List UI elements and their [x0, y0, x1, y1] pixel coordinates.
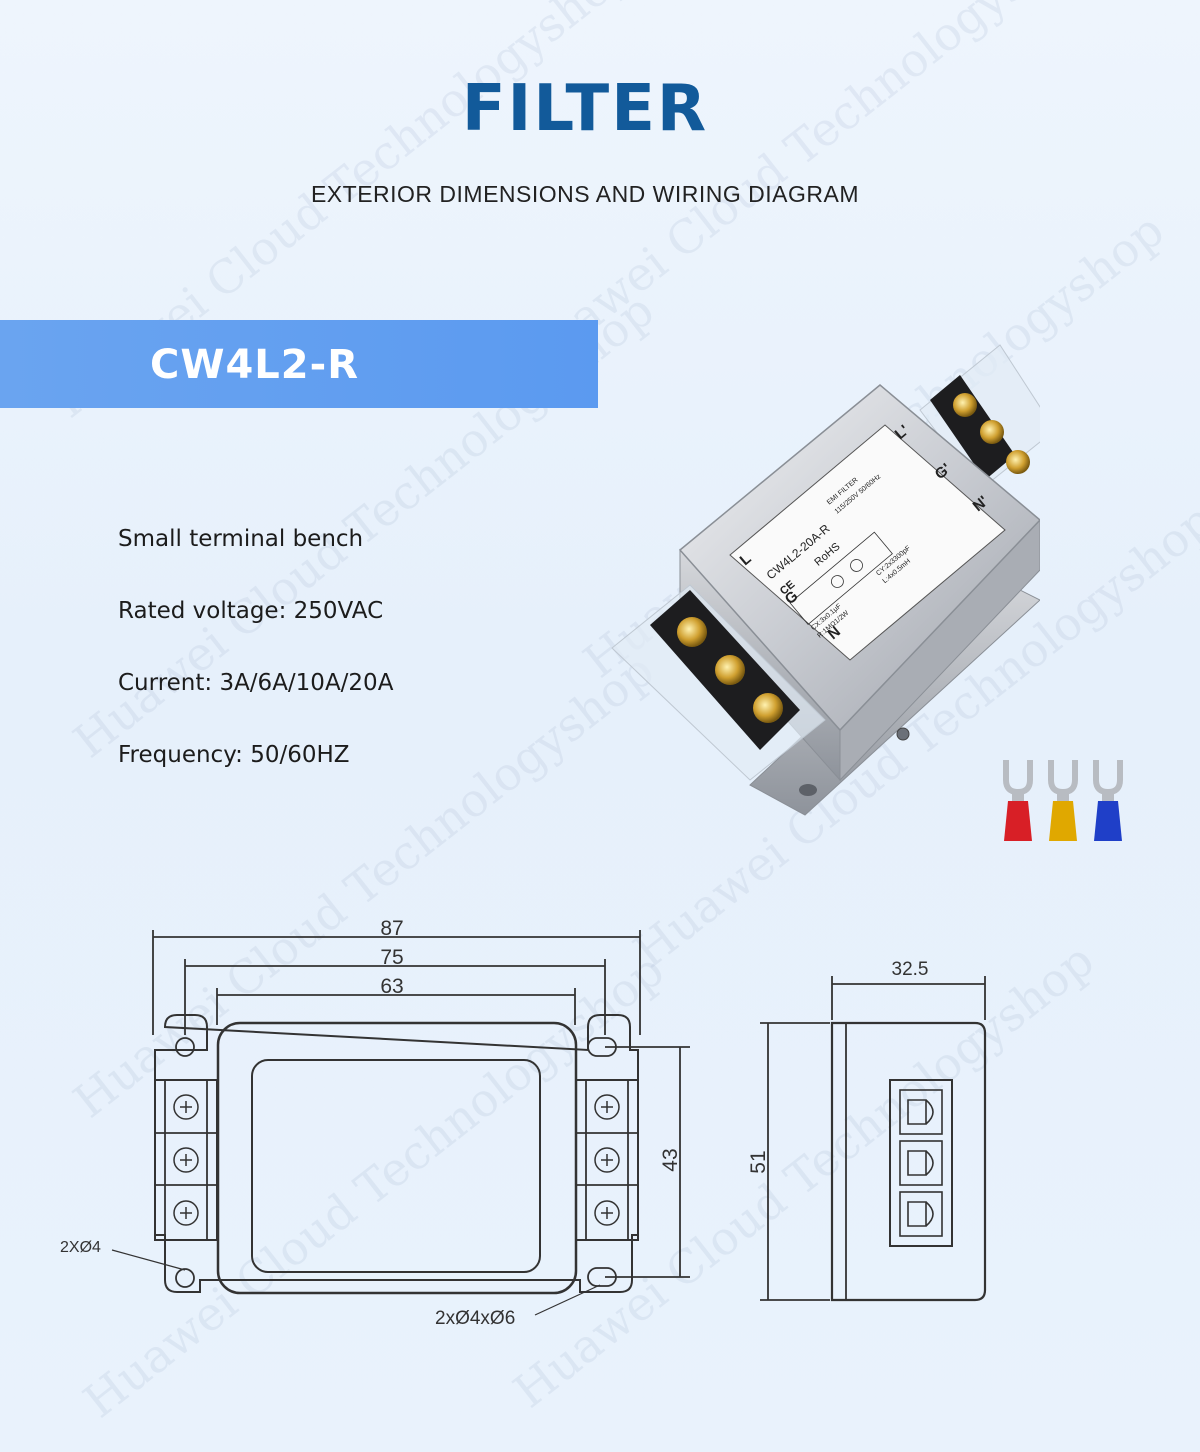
terminal-block-left-outline	[154, 1079, 218, 1241]
spec-frequency: Frequency: 50/60HZ	[118, 742, 350, 768]
screw-icon	[173, 1147, 199, 1173]
screw-icon	[753, 693, 783, 723]
model-banner: CW4L2-R	[0, 320, 598, 408]
page-subtitle: EXTERIOR DIMENSIONS AND WIRING DIAGRAM	[310, 181, 860, 207]
screw-icon	[715, 655, 745, 685]
screw-icon	[594, 1200, 620, 1226]
screw-icon	[173, 1094, 199, 1120]
spec-current: Current: 3A/6A/10A/20A	[118, 670, 394, 696]
screw-icon	[594, 1147, 620, 1173]
mount-hole-icon	[799, 784, 817, 796]
dim-75: 75	[380, 946, 403, 969]
label-area-outline	[251, 1059, 541, 1273]
screw-icon	[677, 617, 707, 647]
page-title: FILTER	[461, 72, 709, 146]
screw-icon	[980, 420, 1004, 444]
fork-connector-icon	[1048, 760, 1078, 841]
product-label	[729, 424, 1006, 661]
fork-connector-icon	[1093, 760, 1123, 841]
housing-outline	[216, 1021, 578, 1295]
leader-line	[534, 1284, 601, 1316]
fork-connectors	[1003, 760, 1123, 841]
fork-connector-icon	[1003, 760, 1033, 841]
model-name: CW4L2-R	[150, 342, 360, 388]
spec-terminal: Small terminal bench	[118, 526, 364, 552]
leader-line	[111, 1249, 186, 1271]
side-terminal-outline	[889, 1079, 953, 1247]
screw-icon	[1006, 450, 1030, 474]
hole-note-bottom: 2xØ4xØ6	[435, 1308, 515, 1329]
side-view-drawing: 32.5 51	[750, 959, 987, 1302]
dim-325: 32.5	[892, 959, 929, 980]
schematic-icon	[789, 531, 893, 625]
terminal-block-right-outline	[575, 1079, 639, 1241]
side-housing-outline	[830, 1021, 987, 1302]
dim-43: 43	[659, 1148, 682, 1171]
terminal-block-right	[930, 375, 1015, 480]
dim-63: 63	[380, 975, 403, 998]
filter-product-image: CW4L2-20A-R EMI FILTER 115/250V 50/60Hz …	[611, 344, 1040, 816]
hole-note-left: 2XØ4	[60, 1239, 101, 1256]
mount-hole-icon	[175, 1037, 195, 1057]
mount-hole-icon	[175, 1268, 195, 1288]
dim-51: 51	[750, 1150, 770, 1173]
flange-outline	[154, 1014, 639, 1293]
ground-screw-icon	[896, 727, 910, 741]
spec-voltage: Rated voltage: 250VAC	[118, 598, 384, 624]
front-view-drawing: 87 75 63 43 2XØ4 2xØ4xØ6	[60, 917, 690, 1329]
screw-icon	[173, 1200, 199, 1226]
screw-icon	[953, 393, 977, 417]
screw-icon	[594, 1094, 620, 1120]
dim-87: 87	[380, 917, 403, 940]
